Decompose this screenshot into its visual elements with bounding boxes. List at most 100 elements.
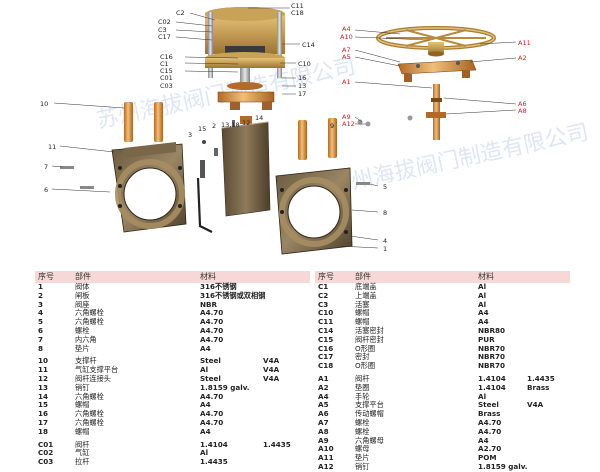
table-header: 序号 部件 材料 xyxy=(35,271,310,283)
header-material: 材料 xyxy=(200,272,216,281)
part-number: 13 xyxy=(38,382,49,392)
part-number: C10 xyxy=(318,308,334,318)
handwheel-stem xyxy=(426,84,446,140)
part-name: 密封 xyxy=(355,352,370,362)
part-number: A12 xyxy=(318,461,334,471)
part-name: 拉杆 xyxy=(75,457,90,467)
callout-c15: C15 xyxy=(160,67,173,75)
part-number: A6 xyxy=(318,409,329,419)
material: Al xyxy=(478,290,487,300)
part-name: 底端盖 xyxy=(355,282,377,291)
callout-c3: C3 xyxy=(158,26,167,34)
material: Al xyxy=(200,448,209,458)
part-name: 活塞密封 xyxy=(355,325,384,335)
part-number: 8 xyxy=(38,343,44,353)
callout-a2: A2 xyxy=(518,54,527,62)
part-number: C1 xyxy=(318,282,329,291)
material: 316不锈钢或双相钢 xyxy=(200,290,266,300)
material-alt: 1.4435 xyxy=(527,373,555,383)
material: A4.70 xyxy=(478,417,502,427)
part-name: 螺栓 xyxy=(355,426,370,436)
part-number: A5 xyxy=(318,400,329,410)
part-name: 螺帽 xyxy=(355,317,370,327)
bolts xyxy=(60,120,370,189)
part-number: C01 xyxy=(38,439,54,449)
part-number: 18 xyxy=(38,426,49,436)
part-name: 螺帽 xyxy=(75,426,90,436)
material: A4.70 xyxy=(200,391,224,401)
part-number: A1 xyxy=(318,373,329,383)
part-name: 螺帽 xyxy=(75,400,90,410)
part-name: 六角螺栓 xyxy=(75,317,104,327)
callout-9: 9 xyxy=(330,122,334,130)
callout-5: 5 xyxy=(383,183,387,191)
part-name: 活塞 xyxy=(355,299,370,309)
material: Brass xyxy=(478,409,501,419)
part-name: 阀杆 xyxy=(75,439,90,449)
cylinder-support-platform xyxy=(217,91,275,110)
table-header: 序号 部件 材料 xyxy=(315,271,570,283)
material: A4.70 xyxy=(478,426,502,436)
material: NBR xyxy=(200,299,218,309)
part-name: 销钉 xyxy=(75,382,90,392)
header-no: 序号 xyxy=(318,272,334,281)
material-alt: V4A xyxy=(263,356,280,366)
callout-17: 17 xyxy=(298,90,306,98)
part-number: 14 xyxy=(38,391,49,401)
callout-c10: C10 xyxy=(298,60,311,68)
part-name: 气缸 xyxy=(75,448,90,458)
callout-8: 8 xyxy=(383,209,387,217)
part-number: 10 xyxy=(38,356,49,366)
part-number: 2 xyxy=(38,290,44,300)
part-number: A2 xyxy=(318,382,329,392)
part-name: 阀座 xyxy=(75,299,90,309)
material: Steel xyxy=(200,373,221,383)
part-number: C15 xyxy=(318,334,334,344)
part-number: C3 xyxy=(318,299,329,309)
material: PUR xyxy=(478,334,495,344)
material: 1.8159 galv. xyxy=(478,461,528,471)
material: A4.70 xyxy=(200,308,224,318)
callout-a5: A5 xyxy=(342,53,351,61)
header-part: 部件 xyxy=(75,272,91,281)
material: A4.70 xyxy=(200,334,224,344)
part-name: 阀杆 xyxy=(355,373,370,383)
material: 1.4104 xyxy=(200,439,228,449)
callout-c2: C2 xyxy=(176,9,185,17)
part-number: C02 xyxy=(38,448,54,458)
part-name: 阀杆连接头 xyxy=(75,373,111,383)
handwheel-support-platform xyxy=(397,59,477,82)
part-name: 上端盖 xyxy=(355,290,377,300)
part-name: 螺栓 xyxy=(355,417,370,427)
material: NBR80 xyxy=(478,325,506,335)
material: A4 xyxy=(478,308,489,318)
material: NBR70 xyxy=(478,361,506,371)
handwheel xyxy=(376,26,496,57)
callout-labels-red: A4 A10 A11 A7 A5 A2 A1 A6 A8 A9 A12 xyxy=(340,25,531,128)
part-number: A11 xyxy=(318,453,334,463)
callout-a11: A11 xyxy=(518,39,531,47)
callout-c16: C16 xyxy=(160,53,173,61)
callout-a9: A9 xyxy=(342,113,351,121)
part-name: 闸板 xyxy=(75,290,90,300)
material: A4 xyxy=(478,435,489,445)
callout-a1: A1 xyxy=(342,78,351,86)
material: 1.4104 xyxy=(478,382,506,392)
callout-16: 16 xyxy=(298,74,306,82)
